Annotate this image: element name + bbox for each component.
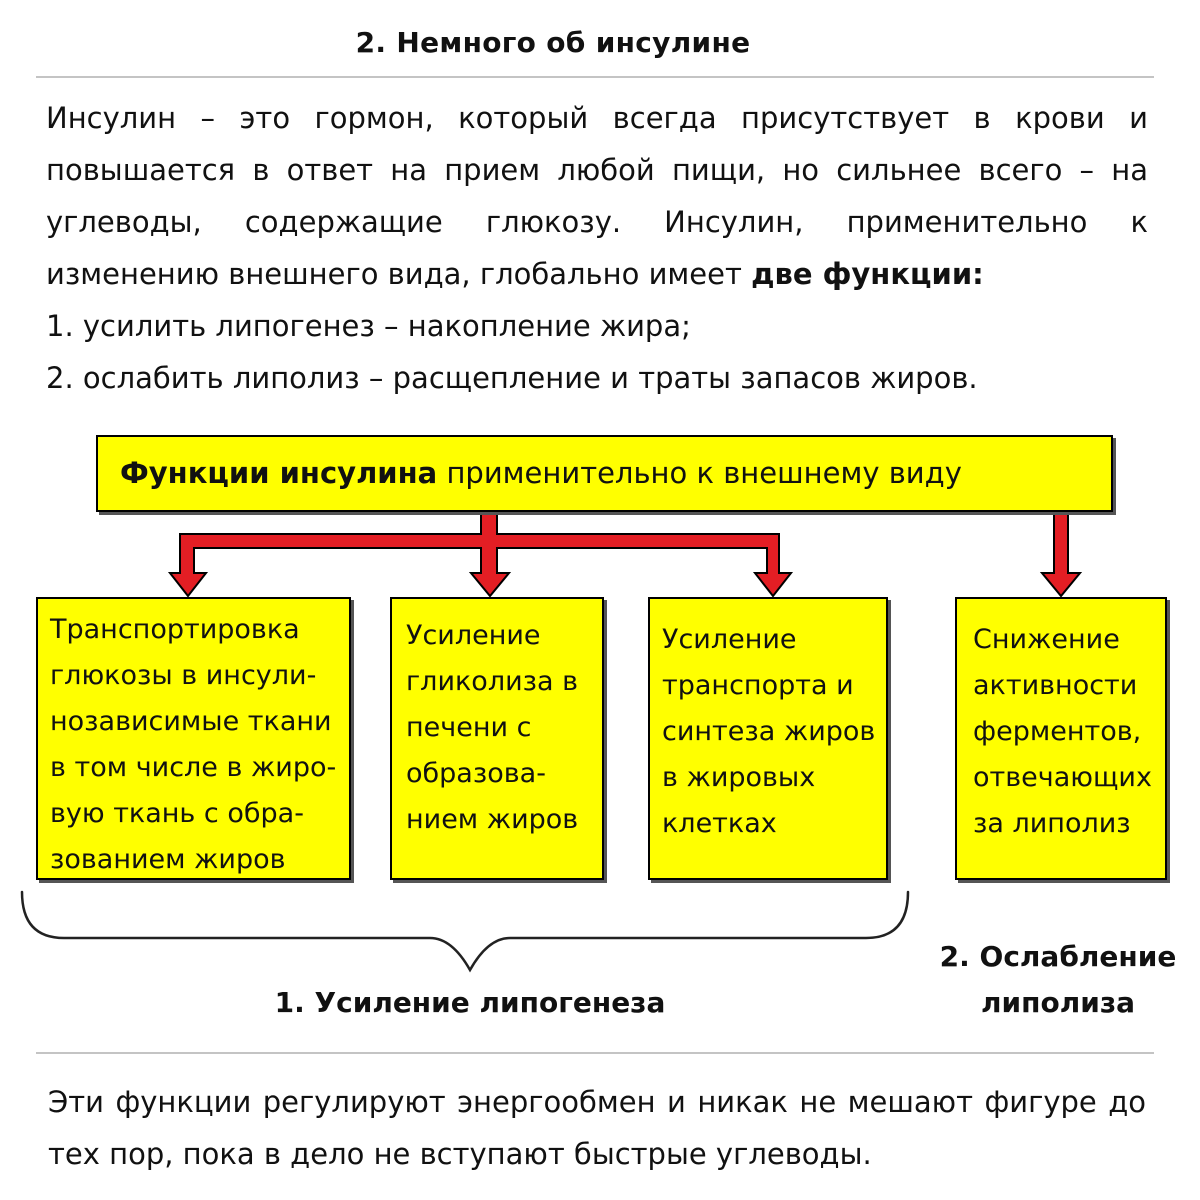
bottom-divider [36,1052,1154,1054]
branch-arrow-left-center-right [167,511,794,598]
header-bold-text: Функции инсулина [120,456,438,490]
outro-text: Эти функции регулируют энергообмен и ник… [48,1076,1146,1180]
function-box-fat-synthesis: Усиление транспорта и синтеза жиров в жи… [648,597,888,880]
intro-text: Инсулин – это гормон, который всегда при… [46,92,1148,404]
function-box-lipolysis-enzymes: Снижение активности ферментов, отвечающи… [955,597,1167,880]
insulin-functions-header: Функции инсулина применительно к внешнем… [96,435,1113,512]
lipogenesis-brace [20,890,910,973]
outro-paragraph: Эти функции регулируют энергообмен и ник… [48,1085,1146,1171]
intro-list-item-2: 2. ослабить липолиз – расщепление и трат… [46,361,978,395]
arrow-to-lipolysis-box [1039,511,1083,598]
intro-list-item-1: 1. усилить липогенез – накопление жира; [46,309,691,343]
page-title: 2. Немного об инсулине [355,26,751,59]
group-label-lipogenesis: 1. Усиление липогенеза [274,986,666,1019]
top-divider [36,76,1154,78]
function-box-glycolysis: Усиление гликолиза в печени с образова- … [390,597,604,880]
function-box-glucose-transport: Транспортировка глюкозы в инсули- нозави… [36,597,351,880]
intro-paragraph-text: Инсулин – это гормон, который всегда при… [46,101,1148,291]
header-text: применительно к внешнему виду [437,456,962,490]
intro-paragraph: Инсулин – это гормон, который всегда при… [46,92,1148,300]
intro-paragraph-bold: две функции: [751,257,984,291]
group-label-lipolysis: 2. Ослабление липолиза [939,940,1177,1019]
